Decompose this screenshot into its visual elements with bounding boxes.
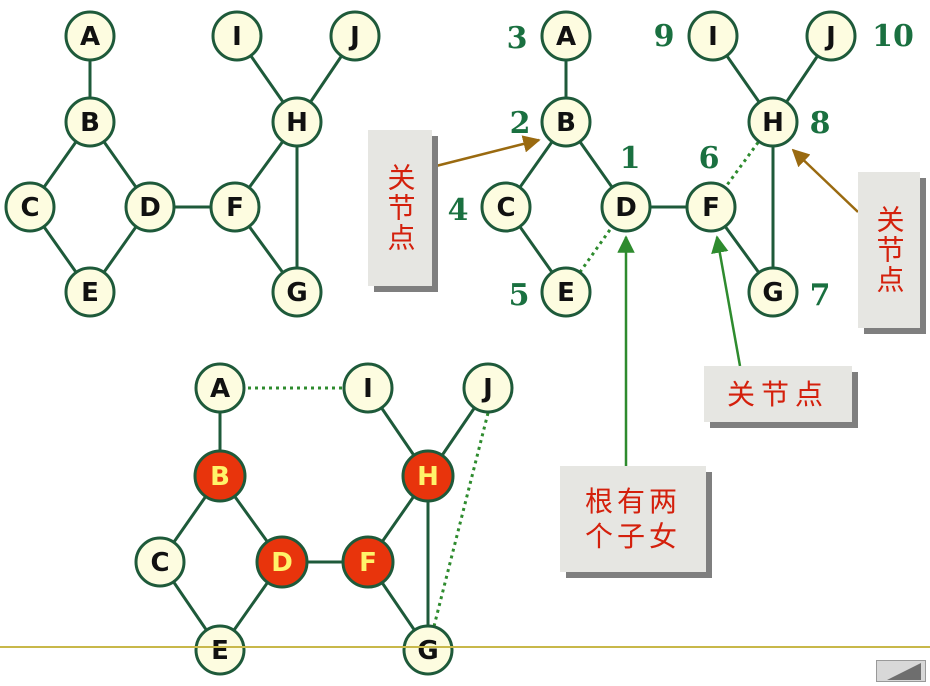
g1-node-i: I <box>211 10 263 62</box>
note-root-line1: 根有两 <box>584 485 681 518</box>
dfs-number-d: 1 <box>620 141 641 176</box>
graph2: A B C D E F G H I J 3 2 4 1 5 6 7 8 9 10 <box>435 10 914 466</box>
svg-text:H: H <box>286 108 308 138</box>
g3-node-j: J <box>462 362 514 414</box>
dfs-number-c: 4 <box>448 193 469 228</box>
arrow-to-h <box>791 148 859 213</box>
g1-node-j: J <box>329 10 381 62</box>
g3-node-b-articulation: B <box>193 449 247 503</box>
svg-text:F: F <box>702 193 720 223</box>
svg-text:E: E <box>211 636 229 666</box>
svg-text:A: A <box>80 22 100 52</box>
svg-text:J: J <box>481 374 493 404</box>
g3-node-a: A <box>194 362 246 414</box>
svg-text:A: A <box>210 374 230 404</box>
note-root-line2: 个子女 <box>584 520 681 553</box>
svg-text:G: G <box>417 636 438 666</box>
g3-node-i: I <box>342 362 394 414</box>
arrow-to-b <box>435 135 541 168</box>
g1-node-d: D <box>124 181 176 233</box>
g2-node-h: H <box>747 96 799 148</box>
note-articulation-right-text: 关节点 <box>872 205 906 295</box>
arrow-to-f <box>711 235 742 367</box>
svg-text:E: E <box>557 278 575 308</box>
g2-node-a: A <box>540 10 592 62</box>
g1-node-h: H <box>271 96 323 148</box>
graph3: A B C D E F G H I J <box>134 362 514 676</box>
g2-node-j: J <box>805 10 857 62</box>
g1-node-c: C <box>4 181 56 233</box>
g1-node-g: G <box>271 266 323 318</box>
svg-text:F: F <box>226 193 244 223</box>
g1-node-a: A <box>64 10 116 62</box>
svg-text:G: G <box>762 278 783 308</box>
g3-node-c: C <box>134 536 186 588</box>
g2-node-e: E <box>540 266 592 318</box>
dfs-number-e: 5 <box>509 278 530 313</box>
dfs-number-g: 7 <box>810 278 831 313</box>
g2-node-g: G <box>747 266 799 318</box>
dfs-number-b: 2 <box>510 106 531 141</box>
svg-text:D: D <box>139 193 161 223</box>
svg-text:B: B <box>210 462 230 492</box>
svg-text:E: E <box>81 278 99 308</box>
g2-node-i: I <box>687 10 739 62</box>
prev-slide-button[interactable] <box>876 660 926 682</box>
note-articulation-bottom-text: 关节点 <box>726 377 829 411</box>
g3-node-d-articulation: D <box>255 535 309 589</box>
svg-text:C: C <box>496 193 515 223</box>
dfs-number-i: 9 <box>654 19 675 54</box>
g2-node-f: F <box>685 181 737 233</box>
note-articulation-left-text: 关节点 <box>383 163 417 253</box>
dfs-number-f: 6 <box>699 141 720 176</box>
svg-text:D: D <box>615 193 637 223</box>
svg-text:H: H <box>762 108 784 138</box>
svg-text:F: F <box>359 548 377 578</box>
g1-node-b: B <box>64 96 116 148</box>
dfs-number-a: 3 <box>507 21 528 56</box>
g2-node-b: B <box>540 96 592 148</box>
graph1: A B C D E F G H I J <box>4 10 381 318</box>
svg-text:I: I <box>363 374 373 404</box>
note-articulation-left: 关节点 <box>368 130 432 286</box>
svg-text:C: C <box>150 548 169 578</box>
svg-text:I: I <box>708 22 718 52</box>
dfs-number-h: 8 <box>810 106 831 141</box>
g2-node-d: D <box>600 181 652 233</box>
note-articulation-right: 关节点 <box>858 172 920 328</box>
footer-divider <box>0 646 930 648</box>
svg-text:C: C <box>20 193 39 223</box>
g3-backedge-j-g <box>426 412 490 651</box>
g1-node-f: F <box>209 181 261 233</box>
note-root-two-children: 根有两 个子女 <box>560 466 706 572</box>
svg-text:I: I <box>232 22 242 52</box>
svg-text:D: D <box>271 548 293 578</box>
triangle-left-icon <box>887 663 921 680</box>
svg-text:J: J <box>824 22 836 52</box>
svg-text:A: A <box>556 22 576 52</box>
note-articulation-bottom: 关节点 <box>704 366 852 422</box>
dfs-number-j: 10 <box>872 19 914 54</box>
g2-node-c: C <box>480 181 532 233</box>
svg-text:B: B <box>556 108 576 138</box>
svg-text:B: B <box>80 108 100 138</box>
g3-node-g: G <box>402 624 454 676</box>
g3-node-f-articulation: F <box>341 535 395 589</box>
g1-node-e: E <box>64 266 116 318</box>
g3-node-h-articulation: H <box>401 449 455 503</box>
svg-text:H: H <box>417 462 439 492</box>
svg-text:J: J <box>348 22 360 52</box>
g3-node-e: E <box>194 624 246 676</box>
svg-text:G: G <box>286 278 307 308</box>
